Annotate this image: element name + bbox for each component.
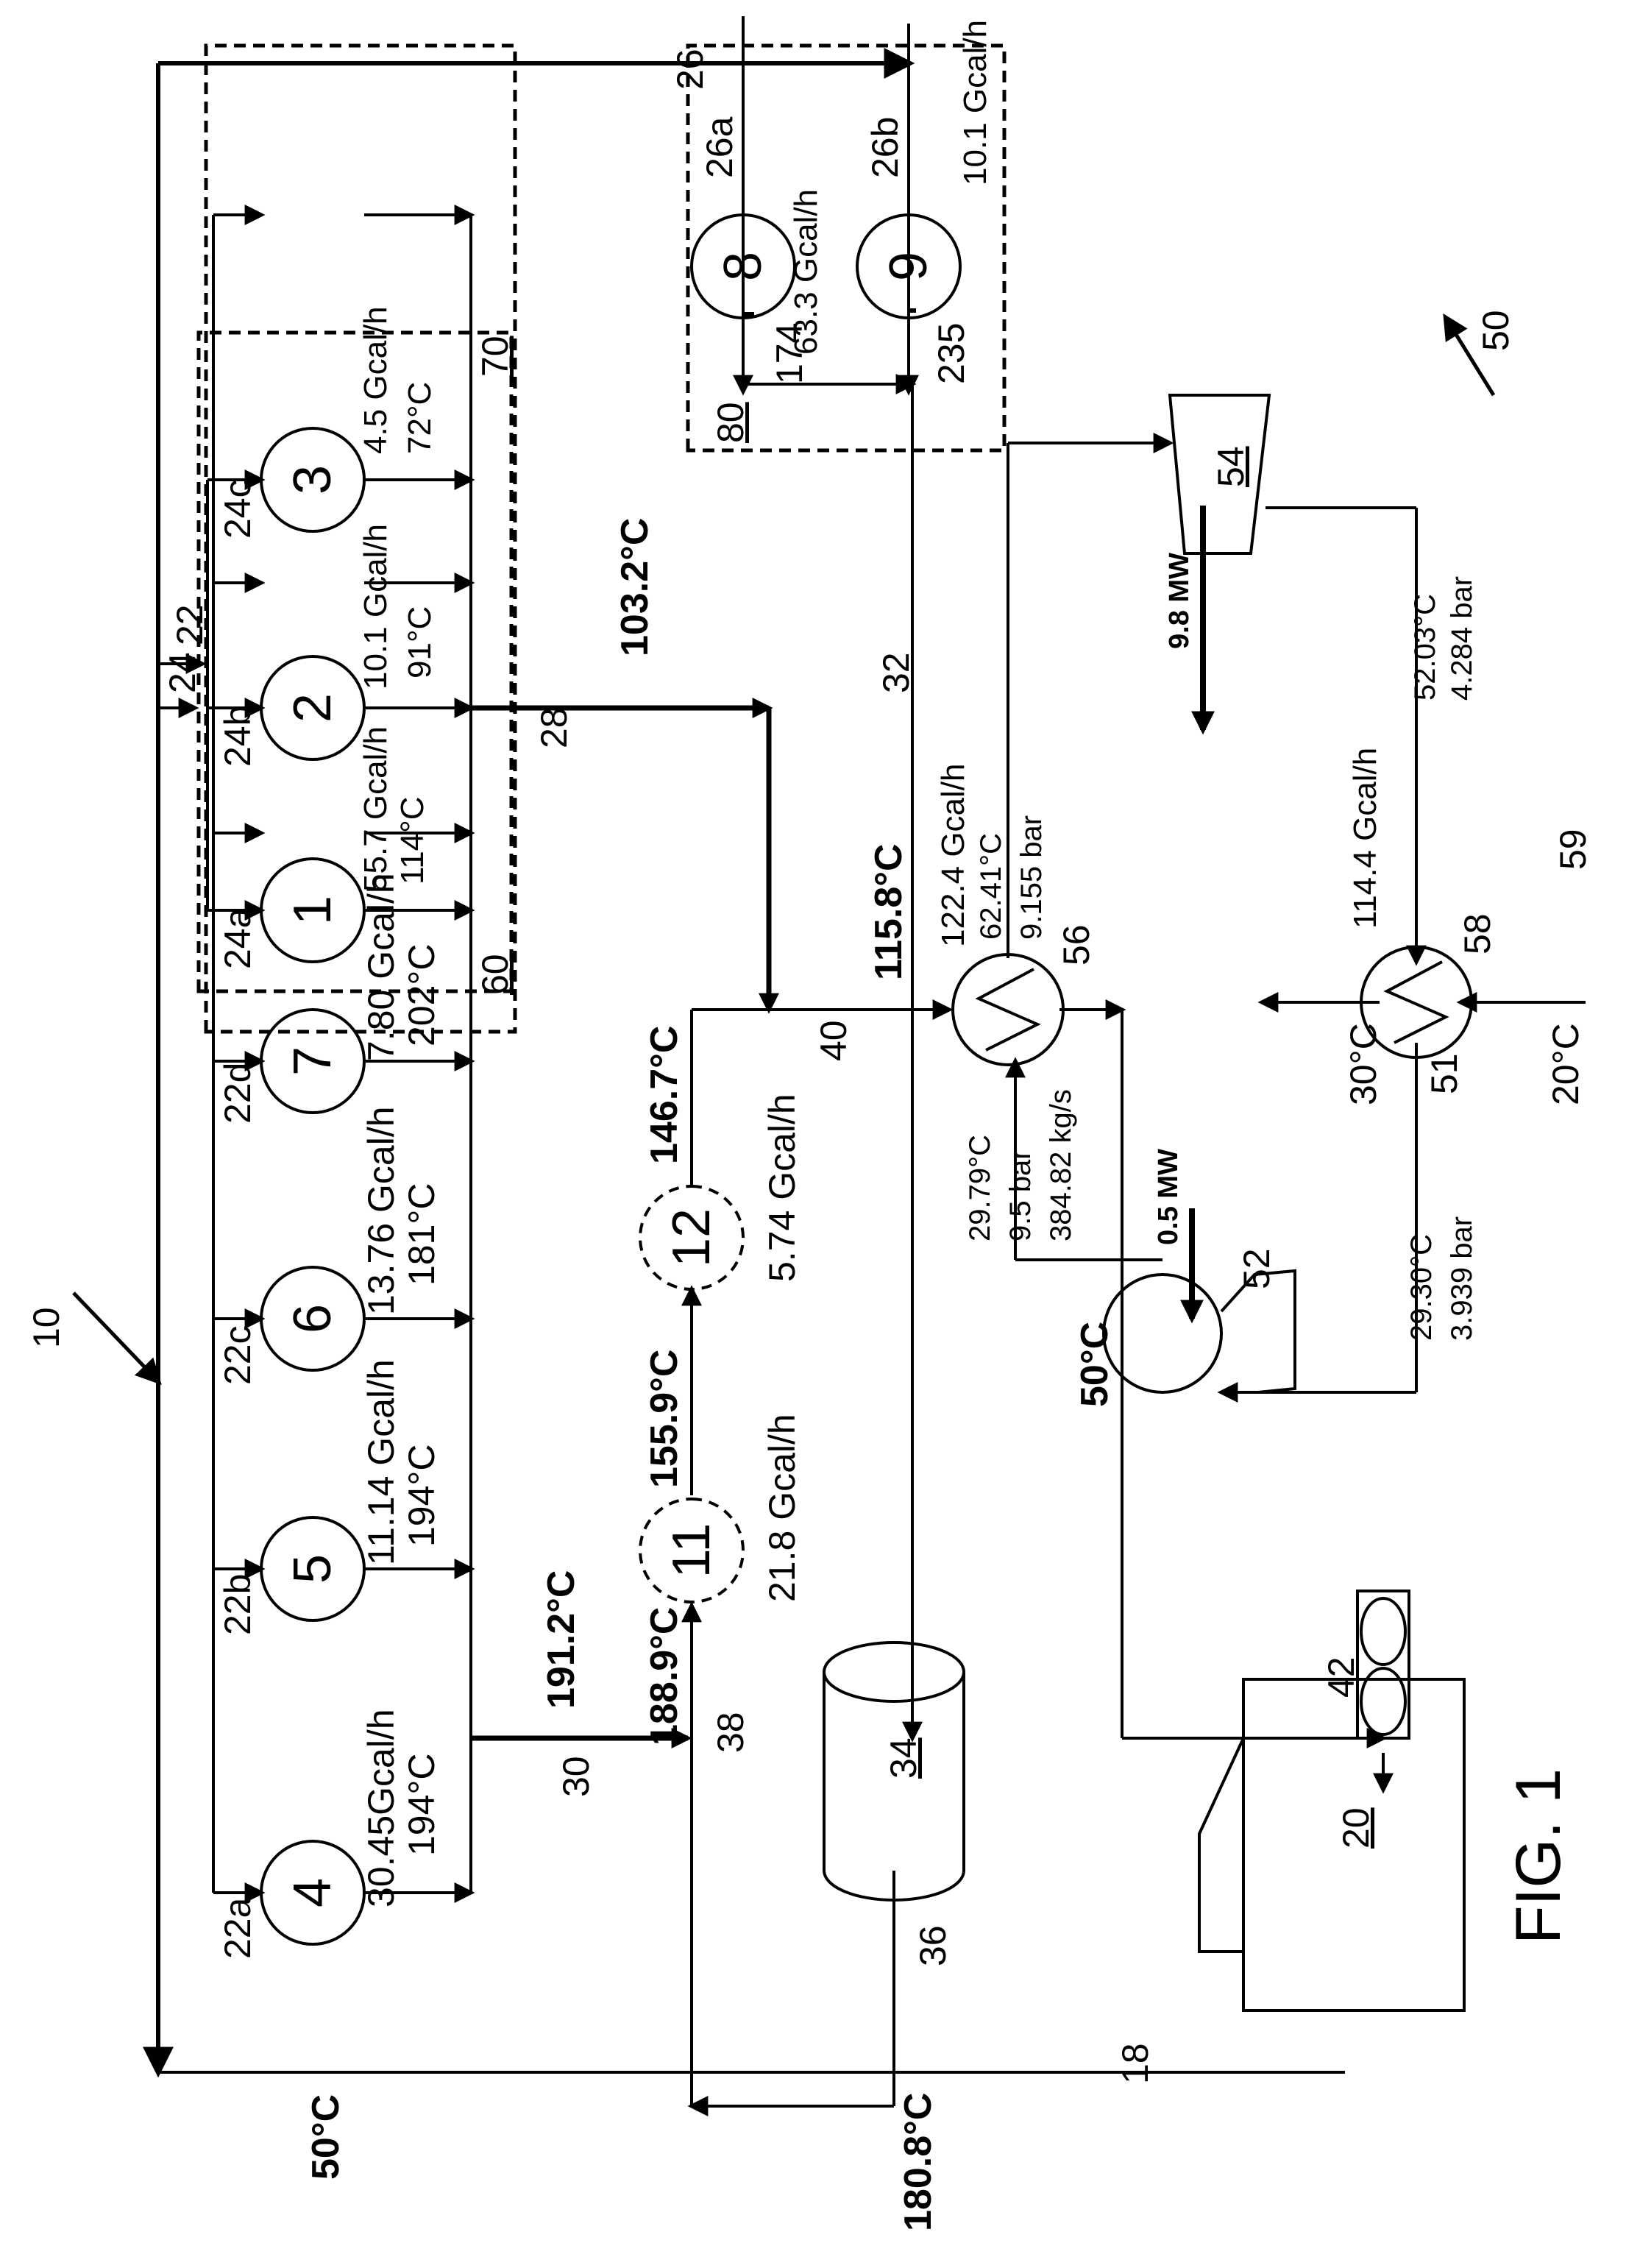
node-6-duty: 13.76 Gcal/h (361, 1106, 402, 1315)
ref-22c: 22c (217, 1325, 258, 1385)
temp-188: 188.9°C (643, 1607, 686, 1746)
evaporator-56-label: 56 (1056, 924, 1097, 965)
stream-18-label: 18 (1115, 2043, 1156, 2084)
cw-out-temp: 30°C (1343, 1023, 1384, 1105)
cond-duty: 114.4 Gcal/h (1347, 748, 1383, 929)
node-4-duty: 30.45Gcal/h (361, 1709, 402, 1907)
reactor-20 (1199, 1679, 1464, 2010)
node-8-tag: 174 (769, 323, 810, 384)
box-80-label: 80 (710, 402, 751, 443)
stream-24-label: 24 (162, 652, 203, 693)
reactor-20-label: 20 (1335, 1807, 1377, 1849)
cw-in-temp: 20°C (1545, 1023, 1586, 1105)
cond-out-press: 3.939 bar (1446, 1216, 1478, 1341)
node-4-label: 4 (283, 1878, 342, 1907)
ref-26b: 26b (865, 117, 906, 178)
ref-22b: 22b (217, 1574, 258, 1635)
system-ref-10: 10 (26, 1307, 67, 1348)
node-2-temp: 91°C (402, 606, 438, 678)
box-70 (199, 333, 511, 991)
temp-50-left: 50°C (305, 2094, 347, 2180)
ref-24c: 24c (217, 479, 258, 539)
node-5-label: 5 (283, 1554, 342, 1584)
node-3-label: 3 (283, 465, 342, 495)
cond-out-temp: 29.30°C (1405, 1234, 1438, 1341)
node-6-label: 6 (283, 1304, 342, 1333)
turbine-54-label: 54 (1210, 446, 1252, 487)
temp-180: 180.8°C (897, 2093, 940, 2231)
temp-146: 146.7°C (643, 1026, 686, 1164)
node-3-temp: 72°C (402, 382, 438, 454)
pump-52-label: 52 (1236, 1248, 1277, 1289)
node-9-duty: 10.1 Gcal/h (957, 20, 993, 185)
temp-115: 115.8°C (867, 843, 910, 980)
node-7-temp: 202°C (401, 943, 442, 1046)
stream-51-label: 51 (1424, 1053, 1465, 1094)
temp-191: 191.2°C (540, 1570, 583, 1709)
box-70-label: 70 (475, 336, 516, 377)
turb-out-press: 4.284 bar (1446, 576, 1478, 701)
cooler-42 (1357, 1591, 1409, 1738)
node-5-duty: 11.14 Gcal/h (361, 1359, 402, 1565)
node-9-label: 9 (879, 252, 938, 281)
evaporator-56 (953, 954, 1063, 1065)
node-8-label: 8 (714, 252, 773, 281)
box-60-label: 60 (475, 954, 516, 995)
node-11-duty: 21.8 Gcal/h (762, 1414, 803, 1602)
node-2-label: 2 (283, 693, 342, 723)
temp-50-right: 50°C (1073, 1322, 1116, 1407)
ref-26a: 26a (699, 116, 740, 178)
orc-ref-50: 50 (1475, 310, 1516, 351)
node-4-temp: 194°C (401, 1753, 442, 1856)
stream-30-label: 30 (555, 1756, 597, 1797)
figure-caption: FIG. 1 (1503, 1768, 1574, 1944)
node-5-temp: 194°C (401, 1444, 442, 1547)
turbine-power: 9.8 MW (1164, 553, 1195, 649)
node-3-duty: 4.5 Gcal/h (358, 306, 394, 454)
node-11-label: 11 (662, 1523, 721, 1578)
orc-flow: 384.82 kg/s (1045, 1089, 1077, 1241)
node-7-label: 7 (283, 1046, 342, 1076)
node-1-duty: 55.7 Gcal/h (358, 726, 394, 892)
stream-59-label: 59 (1552, 829, 1594, 870)
evap-out-temp: 62.41°C (975, 833, 1007, 940)
node-12-duty: 5.74 Gcal/h (762, 1094, 803, 1282)
ref-24b: 24b (217, 706, 258, 767)
stream-28-label: 28 (533, 707, 575, 748)
ref-24a: 24a (217, 907, 258, 969)
node-7-duty: 7.80 Gcal/h (361, 873, 402, 1061)
ref-22a: 22a (217, 1897, 258, 1959)
tank-34-label: 34 (883, 1737, 924, 1779)
node-1-temp: 114°C (394, 796, 430, 885)
stream-40-label: 40 (813, 1020, 854, 1061)
stream-26-label: 26 (670, 49, 711, 90)
pump-out-press: 9.5 bar (1004, 1149, 1037, 1241)
pump-power: 0.5 MW (1153, 1149, 1184, 1245)
node-1-label: 1 (283, 896, 342, 925)
evap-out-press: 9.155 bar (1015, 815, 1048, 940)
condenser-58-label: 58 (1457, 913, 1498, 954)
cooler-42-label: 42 (1321, 1656, 1362, 1698)
stream-32-label: 32 (876, 652, 917, 693)
pump-out-temp: 29.79°C (964, 1135, 996, 1241)
node-9-tag: 235 (931, 323, 972, 384)
node-6-temp: 181°C (401, 1183, 442, 1286)
node-12-label: 12 (662, 1208, 721, 1267)
node-2-duty: 10.1 Gcal/h (358, 524, 394, 690)
temp-103: 103.2°C (614, 518, 656, 656)
stream-22-label: 22 (169, 604, 210, 645)
evap-duty: 122.4 Gcal/h (935, 764, 971, 948)
ref-22d: 22d (217, 1063, 258, 1124)
turb-out-temp: 52.03°C (1409, 594, 1441, 701)
temp-155: 155.9°C (643, 1350, 686, 1488)
ref-arrow-10 (74, 1293, 158, 1381)
stream-38-label: 38 (710, 1712, 751, 1753)
stream-36-label: 36 (912, 1925, 954, 1966)
